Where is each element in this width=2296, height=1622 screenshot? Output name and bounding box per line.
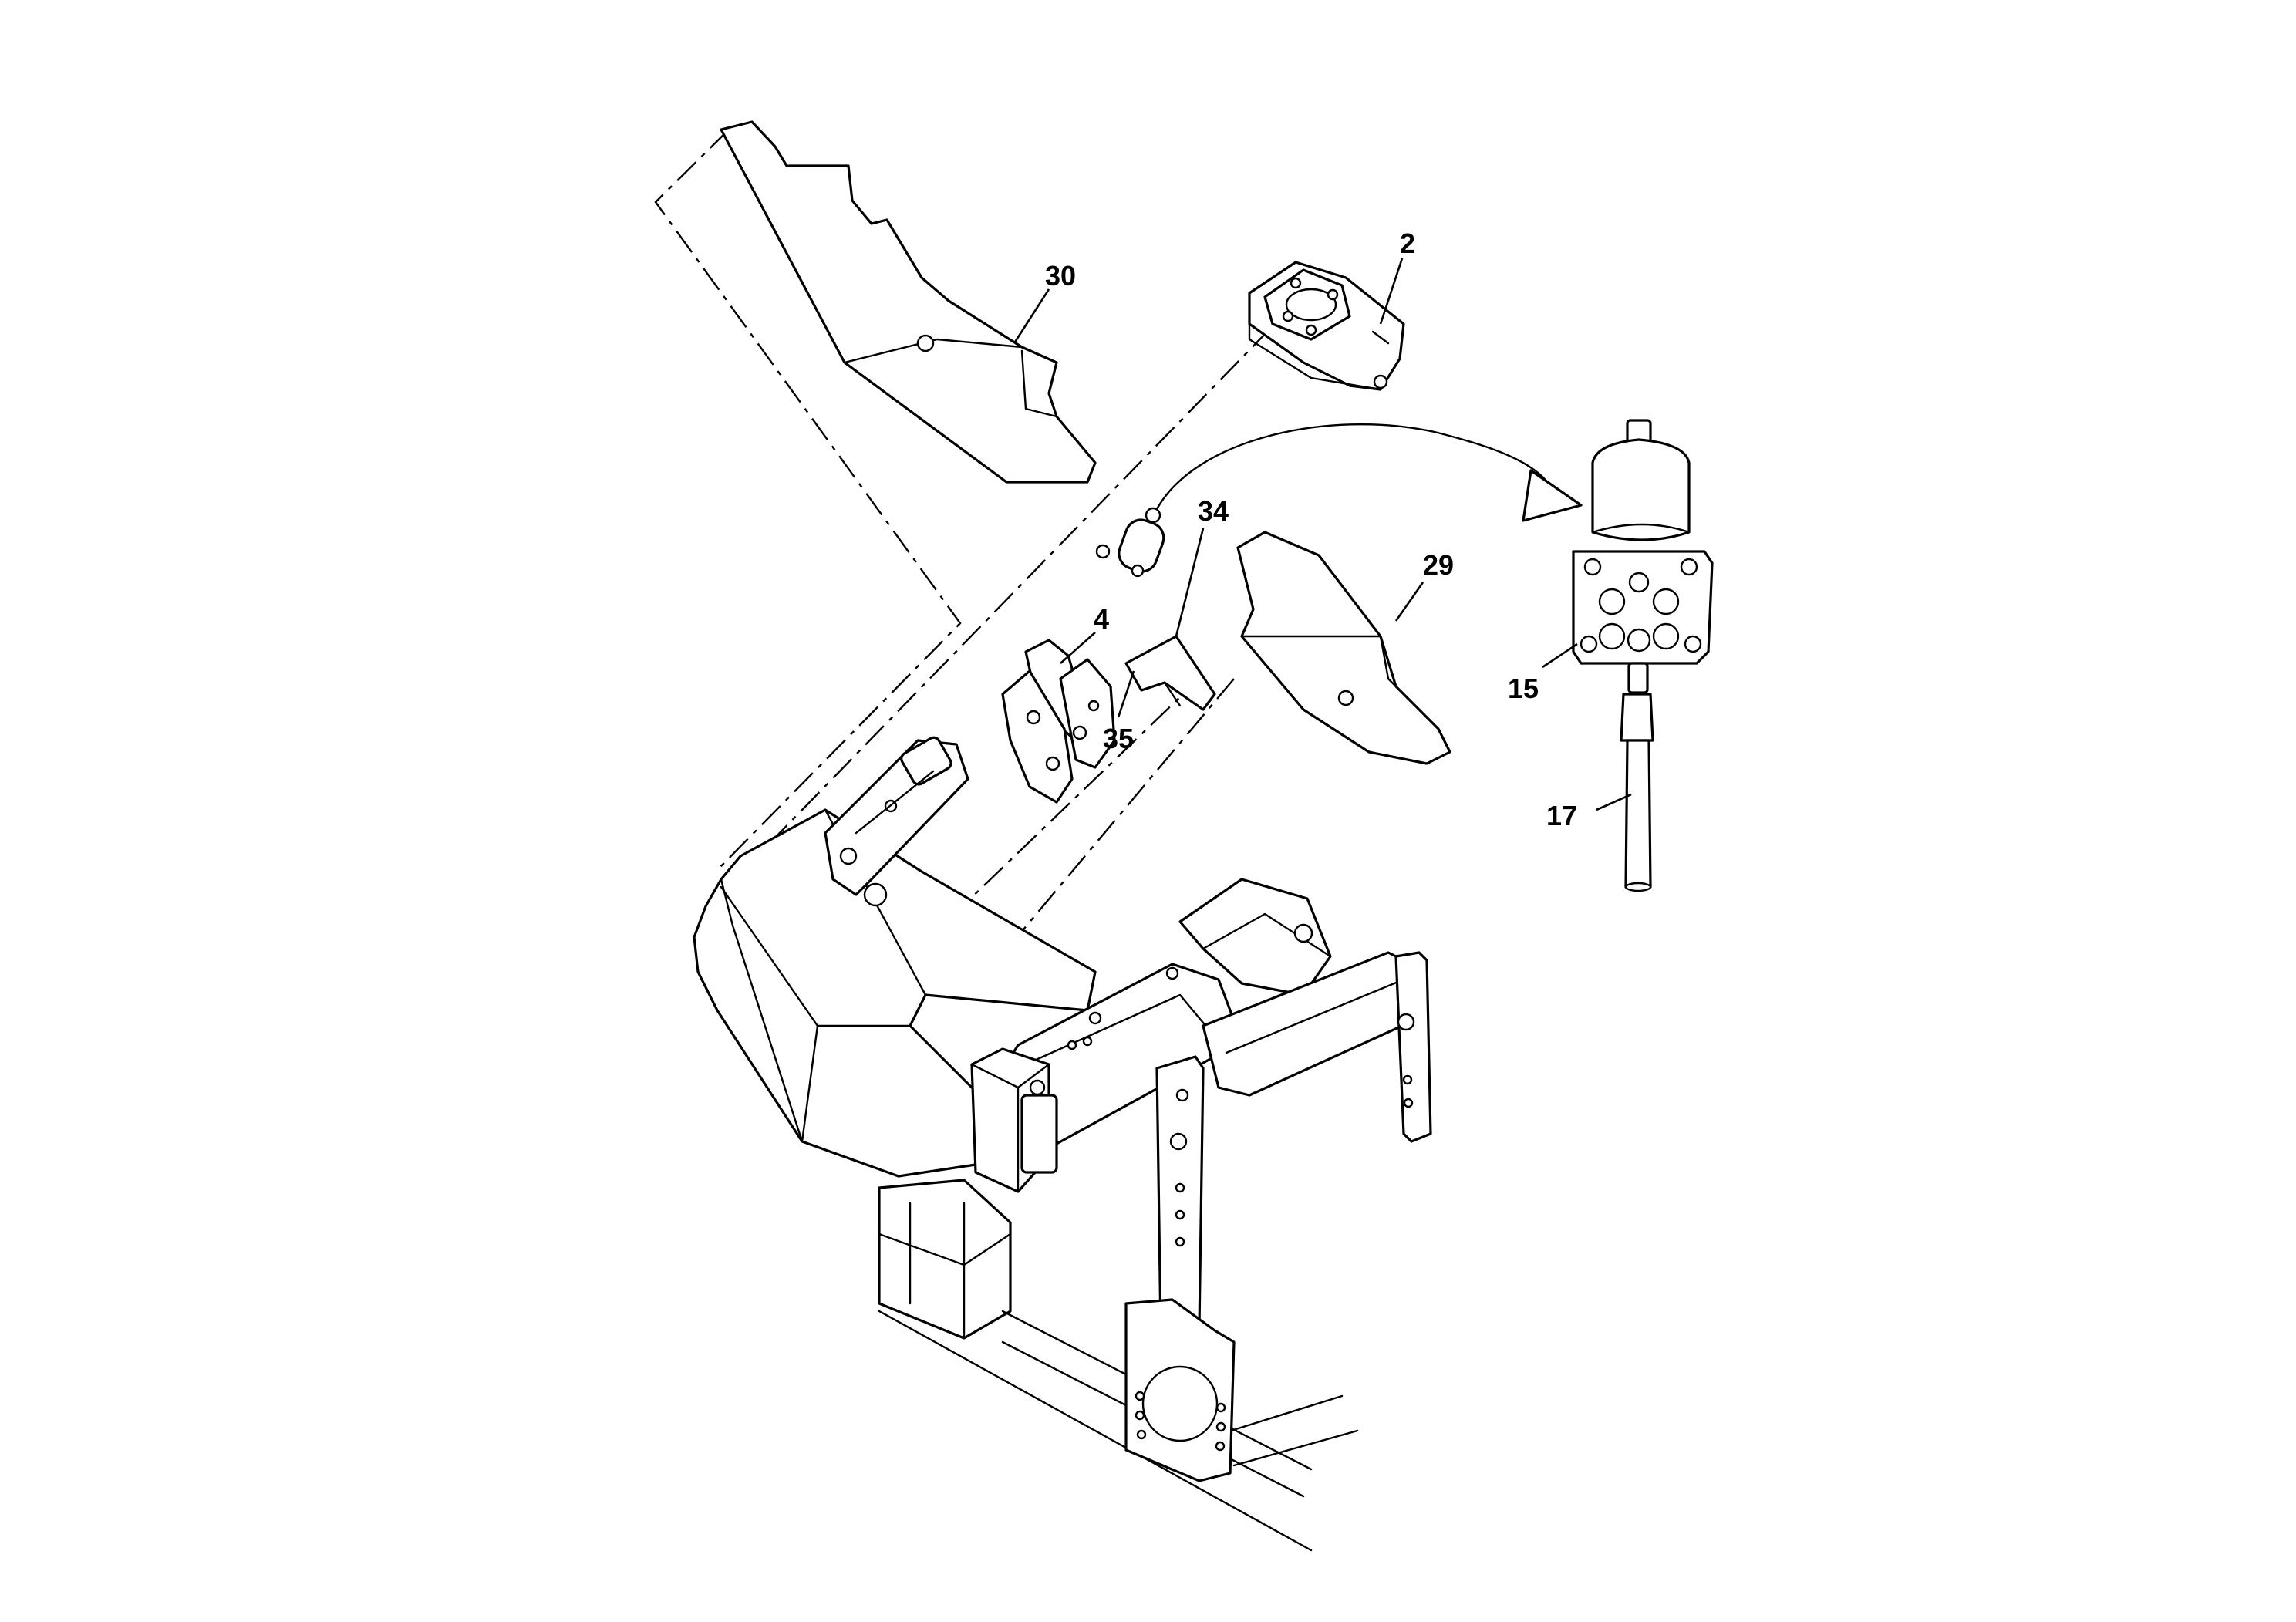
part-34-35-plate — [1124, 635, 1216, 711]
assembly-lines — [654, 129, 1272, 969]
callout-15: 15 — [1508, 673, 1539, 704]
callout-4: 4 — [1094, 603, 1109, 635]
callout-29: 29 — [1423, 549, 1454, 581]
part-29-bracket — [1236, 531, 1451, 765]
callout-30: 30 — [1045, 260, 1076, 292]
callout-35: 35 — [1103, 723, 1134, 754]
part-2-box — [1248, 261, 1405, 391]
part-17-hose — [1620, 662, 1654, 892]
main-frame — [693, 808, 1432, 1552]
leader-lines — [1013, 258, 1632, 811]
part-15-valve — [1572, 419, 1714, 665]
part-30-bracket — [720, 120, 1097, 484]
mounting-brackets — [824, 639, 1116, 907]
callout-2: 2 — [1400, 228, 1415, 259]
callout-34: 34 — [1198, 495, 1229, 527]
part-4-valve — [1095, 423, 1583, 578]
callouts: 30 2 34 29 4 35 15 17 — [1045, 228, 1577, 831]
callout-17: 17 — [1546, 800, 1577, 831]
